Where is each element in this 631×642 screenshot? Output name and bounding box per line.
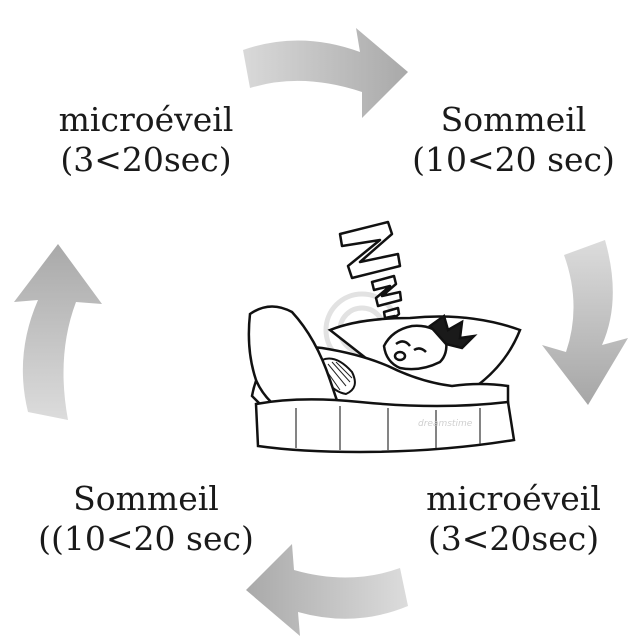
stage-duration: (3<20sec) — [60, 140, 232, 179]
stage-name: Sommeil — [440, 100, 587, 139]
stage-name: microéveil — [58, 100, 234, 139]
zzz-icon — [338, 220, 404, 332]
stage-label-top-left: microéveil (3<20sec) — [0, 100, 292, 180]
arrow-bottom-left-icon — [246, 544, 408, 636]
stage-label-bottom-right: microéveil (3<20sec) — [396, 479, 631, 559]
stage-duration: (10<20 sec) — [412, 140, 615, 179]
watermark-text: dreamstime — [418, 419, 473, 429]
arrow-left-up-icon — [14, 244, 102, 420]
stage-label-bottom-left: Sommeil ((10<20 sec) — [0, 479, 292, 559]
stage-name: microéveil — [426, 479, 601, 518]
sleeper-head — [382, 313, 478, 371]
mattress-stitching — [295, 406, 481, 450]
stage-label-top-right: Sommeil (10<20 sec) — [396, 100, 631, 180]
mattress — [254, 398, 516, 454]
stage-name: Sommeil — [73, 479, 219, 518]
arrow-right-down-icon — [542, 240, 628, 405]
stage-duration: (3<20sec) — [427, 519, 600, 558]
arrow-top-right-icon — [243, 28, 408, 118]
stage-duration: ((10<20 sec) — [38, 519, 254, 558]
